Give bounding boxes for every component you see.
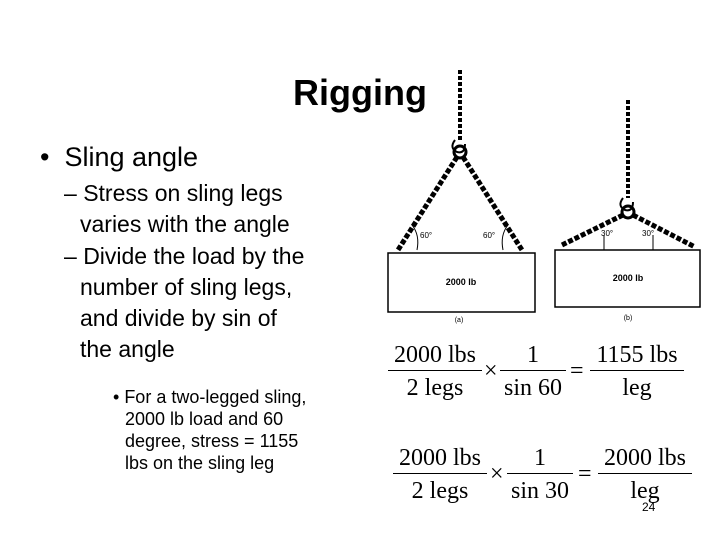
sub-bullet-2: – Divide the load by the number of sling… [64,241,304,365]
line: 2000 lb load and 60 [125,409,284,429]
chain-right [631,212,697,250]
numerator: 2000 lbs [388,340,482,371]
line: number of sling legs, [80,274,293,300]
line: Stress on sling legs [83,180,283,206]
line: For a two-legged sling, [124,387,307,407]
page-number: 24 [642,500,656,514]
line: lbs on the sling leg [125,453,275,473]
sub-sub-bullet: • For a two-legged sling, 2000 lb load a… [113,387,307,473]
denominator: leg [630,478,660,504]
sling-angle-figure: 60° 60° 2000 lb (a) 30° 30° 2000 lb (b) [387,70,701,324]
equals-sign: = [578,461,592,487]
denominator: sin 60 [503,375,562,401]
times-sign: × [484,358,498,384]
angle-label: 60° [483,231,495,240]
equals-sign: = [570,358,584,384]
bullet-text: Sling angle [64,142,199,172]
caption: (b) [624,315,633,322]
chain-left [395,155,460,252]
figure-a [387,70,536,313]
angle-label: 30° [642,229,654,238]
denominator: leg [622,375,652,401]
load-label: 2000 lb [446,277,477,287]
line: varies with the angle [80,211,290,237]
bullet-1: • Sling angle [40,142,199,172]
numerator: 1155 lbs [590,340,684,371]
slide-title: Rigging [293,72,427,113]
chain-right [460,155,525,252]
denominator: sin 30 [510,478,569,504]
ring [452,144,468,160]
load-box [554,249,701,308]
caption: (a) [455,317,464,324]
load-label: 2000 lb [613,273,644,283]
line: degree, stress = 1155 [125,431,299,451]
numerator: 1 [500,340,566,371]
angle-label: 30° [601,229,613,238]
figure-b [554,100,701,308]
denominator: 2 legs [406,375,464,401]
load-box [387,252,536,313]
times-sign: × [490,461,504,487]
numerator: 2000 lbs [393,443,487,474]
chain-left [560,212,625,248]
line: and divide by sin of [80,305,277,331]
angle-label: 60° [420,231,432,240]
line: Divide the load by the [83,243,305,269]
sub-bullet-1: – Stress on sling legs varies with the a… [64,178,290,240]
numerator: 1 [507,443,573,474]
numerator: 2000 lbs [598,443,692,474]
ring [620,204,636,220]
denominator: 2 legs [411,478,469,504]
line: the angle [80,336,175,362]
